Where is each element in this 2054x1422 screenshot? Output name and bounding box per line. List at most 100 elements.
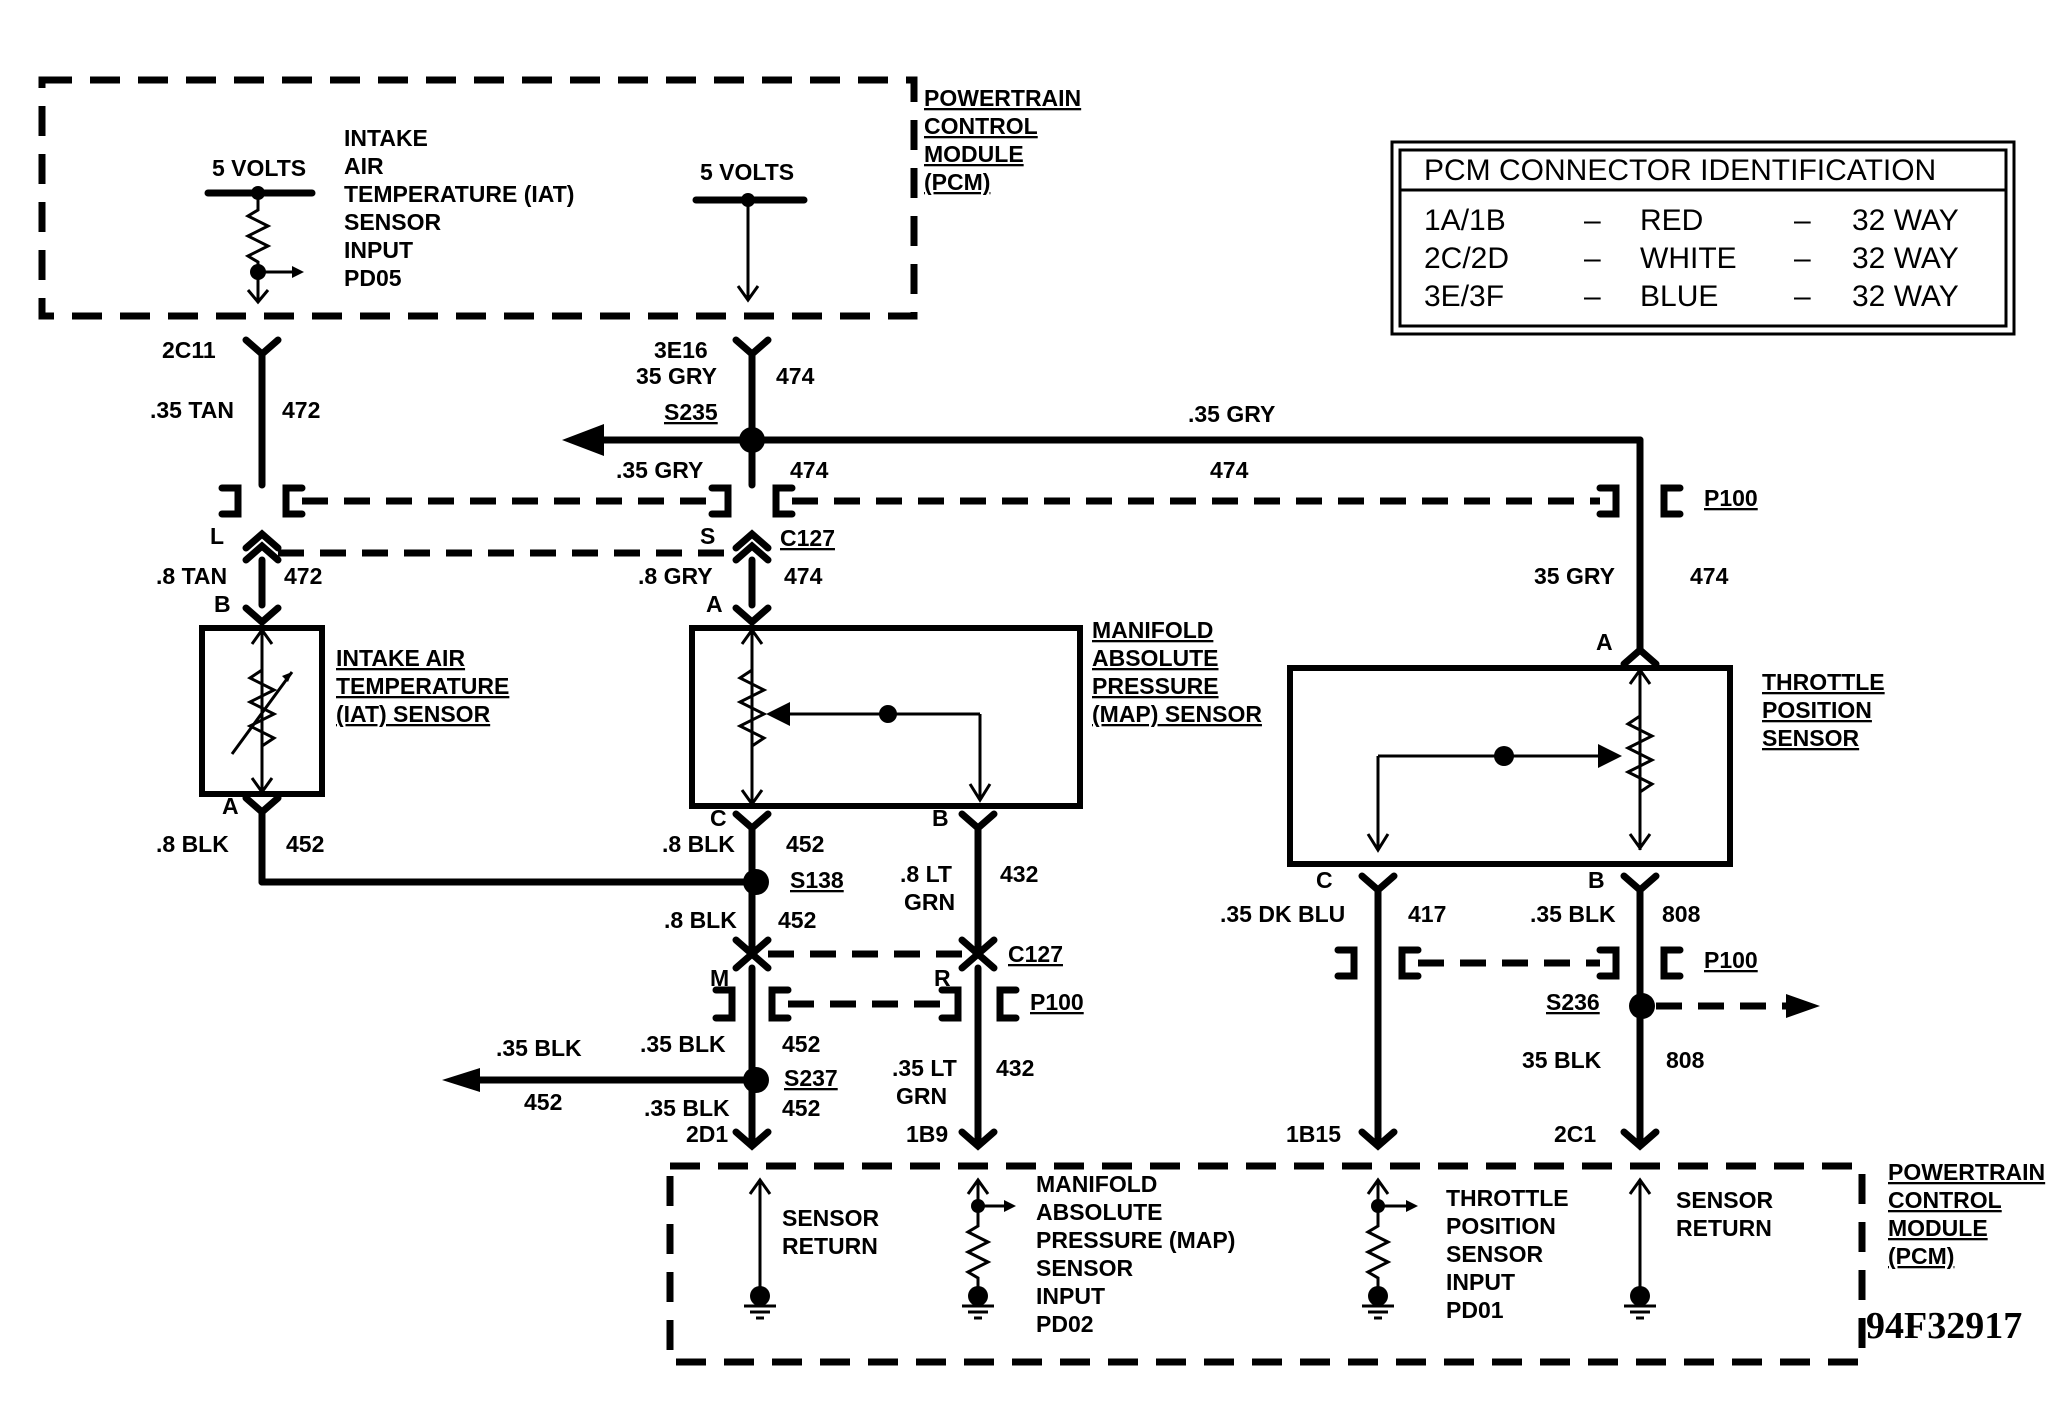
svg-text:452: 452: [524, 1089, 562, 1115]
iat-supply-label: 5 VOLTS: [212, 155, 306, 181]
svg-text:SENSOR: SENSOR: [1676, 1187, 1774, 1213]
svg-text:GRN: GRN: [896, 1083, 947, 1109]
svg-text:.35 BLK: .35 BLK: [640, 1031, 726, 1057]
svg-text:417: 417: [1408, 901, 1446, 927]
svg-text:.8 GRY: .8 GRY: [638, 563, 713, 589]
svg-text:.8 BLK: .8 BLK: [662, 831, 735, 857]
tps-input: THROTTLE POSITION SENSOR INPUT PD01: [1362, 1177, 1569, 1323]
svg-text:(IAT) SENSOR: (IAT) SENSOR: [336, 701, 491, 727]
svg-text:B: B: [932, 805, 949, 831]
svg-text:1B15: 1B15: [1286, 1121, 1341, 1147]
iat-input-label: INTAKE AIR TEMPERATURE (IAT) SENSOR INPU…: [344, 125, 574, 291]
svg-text:P100: P100: [1704, 485, 1758, 511]
svg-text:32 WAY: 32 WAY: [1852, 204, 1959, 237]
svg-text:PCM CONNECTOR IDENTIFICATION: PCM CONNECTOR IDENTIFICATION: [1424, 154, 1936, 187]
svg-text:INPUT: INPUT: [344, 237, 413, 263]
svg-text:PRESSURE: PRESSURE: [1092, 673, 1219, 699]
svg-text:L: L: [210, 523, 224, 549]
iat-sensor: INTAKE AIR TEMPERATURE (IAT) SENSOR: [199, 625, 509, 797]
svg-text:.8 TAN: .8 TAN: [156, 563, 227, 589]
pcm-bottom-title: POWERTRAIN CONTROL MODULE (PCM): [1888, 1159, 2045, 1269]
svg-text:INPUT: INPUT: [1036, 1283, 1105, 1309]
svg-text:SENSOR: SENSOR: [1036, 1255, 1134, 1281]
map-sensor: MANIFOLD ABSOLUTE PRESSURE (MAP) SENSOR: [689, 617, 1262, 809]
iat-circuit: 2C11 .35 TAN 472 L .8 TAN 472 B: [150, 336, 322, 627]
svg-text:CONTROL: CONTROL: [924, 113, 1038, 139]
svg-text:432: 432: [1000, 861, 1038, 887]
svg-text:452: 452: [786, 831, 824, 857]
tps-ground-circuit: B .35 BLK 808 P100 S236 35 BLK 808 2C1: [1522, 867, 1820, 1151]
svg-text:.35 TAN: .35 TAN: [150, 397, 234, 423]
map-signal-circuit: B .8 LT GRN 432 R C127: [900, 805, 1063, 991]
svg-text:–: –: [1794, 280, 1811, 313]
svg-text:INTAKE AIR: INTAKE AIR: [336, 645, 465, 671]
svg-text:TEMPERATURE (IAT): TEMPERATURE (IAT): [344, 181, 574, 207]
svg-text:474: 474: [790, 457, 829, 483]
iat-ground-circuit: A .8 BLK 452: [156, 793, 760, 886]
svg-text:452: 452: [782, 1031, 820, 1057]
svg-text:P100: P100: [1704, 947, 1758, 973]
svg-text:452: 452: [286, 831, 324, 857]
tps-signal-circuit: C .35 DK BLU 417 1B15: [1220, 867, 1446, 1151]
svg-text:S235: S235: [664, 399, 718, 425]
svg-text:PRESSURE (MAP): PRESSURE (MAP): [1036, 1227, 1235, 1253]
svg-text:C: C: [710, 805, 727, 831]
svg-text:808: 808: [1666, 1047, 1705, 1073]
svg-text:A: A: [1596, 629, 1613, 655]
map-ref-circuit: 3E16 35 GRY 474 S235 .35 GRY 474 .35 GRY…: [562, 336, 1644, 627]
svg-text:RETURN: RETURN: [782, 1233, 878, 1259]
svg-text:–: –: [1794, 242, 1811, 275]
svg-text:ABSOLUTE: ABSOLUTE: [1036, 1199, 1163, 1225]
svg-text:32 WAY: 32 WAY: [1852, 280, 1959, 313]
svg-text:ABSOLUTE: ABSOLUTE: [1092, 645, 1219, 671]
svg-text:B: B: [1588, 867, 1605, 893]
svg-text:TEMPERATURE: TEMPERATURE: [336, 673, 509, 699]
svg-text:MODULE: MODULE: [1888, 1215, 1988, 1241]
svg-text:452: 452: [778, 907, 816, 933]
svg-text:3E16: 3E16: [654, 337, 708, 363]
svg-text:CONTROL: CONTROL: [1888, 1187, 2002, 1213]
svg-text:WHITE: WHITE: [1640, 242, 1737, 275]
svg-text:INPUT: INPUT: [1446, 1269, 1515, 1295]
svg-text:.8 LT: .8 LT: [900, 861, 952, 887]
svg-text:S138: S138: [790, 867, 844, 893]
svg-text:.35 GRY: .35 GRY: [1188, 401, 1275, 427]
pcm-top-title: POWERTRAIN CONTROL MODULE (PCM): [924, 85, 1081, 195]
svg-text:S237: S237: [784, 1065, 838, 1091]
sensor-return-1: SENSOR RETURN: [744, 1177, 880, 1320]
svg-text:PD02: PD02: [1036, 1311, 1094, 1337]
svg-text:.35 BLK: .35 BLK: [644, 1095, 730, 1121]
map-input: MANIFOLD ABSOLUTE PRESSURE (MAP) SENSOR …: [962, 1171, 1235, 1337]
svg-text:PD05: PD05: [344, 265, 402, 291]
svg-text:472: 472: [282, 397, 320, 423]
svg-text:THROTTLE: THROTTLE: [1762, 669, 1885, 695]
svg-text:S: S: [700, 523, 715, 549]
ground-return-circuit: .35 BLK .35 BLK 452 S237 452 .35 BLK 452…: [442, 964, 838, 1151]
svg-text:452: 452: [782, 1095, 820, 1121]
svg-text:C127: C127: [780, 525, 835, 551]
svg-text:1B9: 1B9: [906, 1121, 948, 1147]
svg-text:35 BLK: 35 BLK: [1522, 1047, 1602, 1073]
svg-text:2C/2D: 2C/2D: [1424, 242, 1509, 275]
pcm-top-box: [38, 76, 918, 320]
pcm-bottom-box: [666, 1162, 1866, 1366]
svg-text:C: C: [1316, 867, 1333, 893]
svg-text:808: 808: [1662, 901, 1701, 927]
svg-text:.8 BLK: .8 BLK: [156, 831, 229, 857]
svg-text:AIR: AIR: [344, 153, 384, 179]
svg-text:GRN: GRN: [904, 889, 955, 915]
sensor-return-2: SENSOR RETURN: [1624, 1177, 1774, 1320]
svg-text:SENSOR: SENSOR: [782, 1205, 880, 1231]
svg-text:SENSOR: SENSOR: [1446, 1241, 1544, 1267]
svg-text:–: –: [1584, 280, 1601, 313]
svg-text:POWERTRAIN: POWERTRAIN: [1888, 1159, 2045, 1185]
svg-text:SENSOR: SENSOR: [344, 209, 442, 235]
svg-text:PD01: PD01: [1446, 1297, 1504, 1323]
svg-text:C127: C127: [1008, 941, 1063, 967]
svg-text:R: R: [934, 965, 951, 991]
svg-text:–: –: [1794, 204, 1811, 237]
svg-text:35 GRY: 35 GRY: [1534, 563, 1615, 589]
svg-text:472: 472: [284, 563, 322, 589]
svg-text:474: 474: [776, 363, 815, 389]
